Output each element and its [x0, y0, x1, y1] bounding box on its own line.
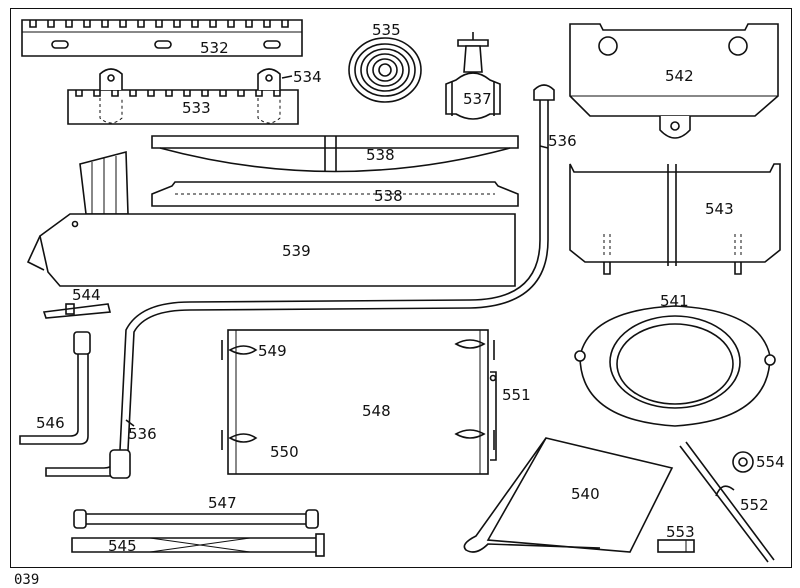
label-538-bottom: 538	[374, 187, 403, 205]
diagram-frame	[10, 8, 792, 568]
part-536-rod	[45, 84, 555, 479]
label-543: 543	[705, 200, 734, 218]
part-540-bag	[463, 437, 674, 553]
label-539: 539	[282, 242, 311, 260]
label-548: 548	[362, 402, 391, 420]
label-552: 552	[740, 496, 769, 514]
part-542-bracket-plate	[569, 23, 779, 139]
label-546: 546	[36, 414, 65, 432]
label-535: 535	[372, 21, 401, 39]
part-532-slotted-strip	[21, 19, 303, 57]
plate-number: 039	[14, 572, 39, 588]
label-554: 554	[756, 453, 785, 471]
label-538-top: 538	[366, 146, 395, 164]
part-548-frame-plate	[221, 329, 497, 475]
part-539-tray	[26, 150, 516, 287]
label-551: 551	[502, 386, 531, 404]
part-538-leaf-spring	[151, 135, 519, 207]
part-547-rod	[73, 509, 319, 529]
label-536-top: 536	[548, 132, 577, 150]
part-553-block	[657, 539, 695, 553]
label-550: 550	[270, 443, 299, 461]
part-545-bar	[71, 533, 325, 557]
part-552-hook-rod	[679, 441, 775, 563]
label-542: 542	[665, 67, 694, 85]
label-534: 534	[293, 68, 322, 86]
part-537-valve	[445, 32, 501, 120]
part-533-strip-with-ears	[67, 68, 299, 125]
label-553: 553	[666, 523, 695, 541]
part-546-crank	[19, 331, 91, 445]
label-545: 545	[108, 537, 137, 555]
part-543-plate-with-feet	[569, 163, 781, 275]
part-541-ring-flange	[574, 305, 776, 427]
label-536-bottom: 536	[128, 425, 157, 443]
part-535-coil	[348, 37, 422, 103]
part-544-key	[42, 303, 112, 319]
label-540: 540	[571, 485, 600, 503]
label-541: 541	[660, 292, 689, 310]
label-537: 537	[463, 90, 492, 108]
label-547: 547	[208, 494, 237, 512]
label-549: 549	[258, 342, 287, 360]
label-544: 544	[72, 286, 101, 304]
label-533: 533	[182, 99, 211, 117]
label-532: 532	[200, 39, 229, 57]
part-554-washer	[732, 451, 754, 473]
